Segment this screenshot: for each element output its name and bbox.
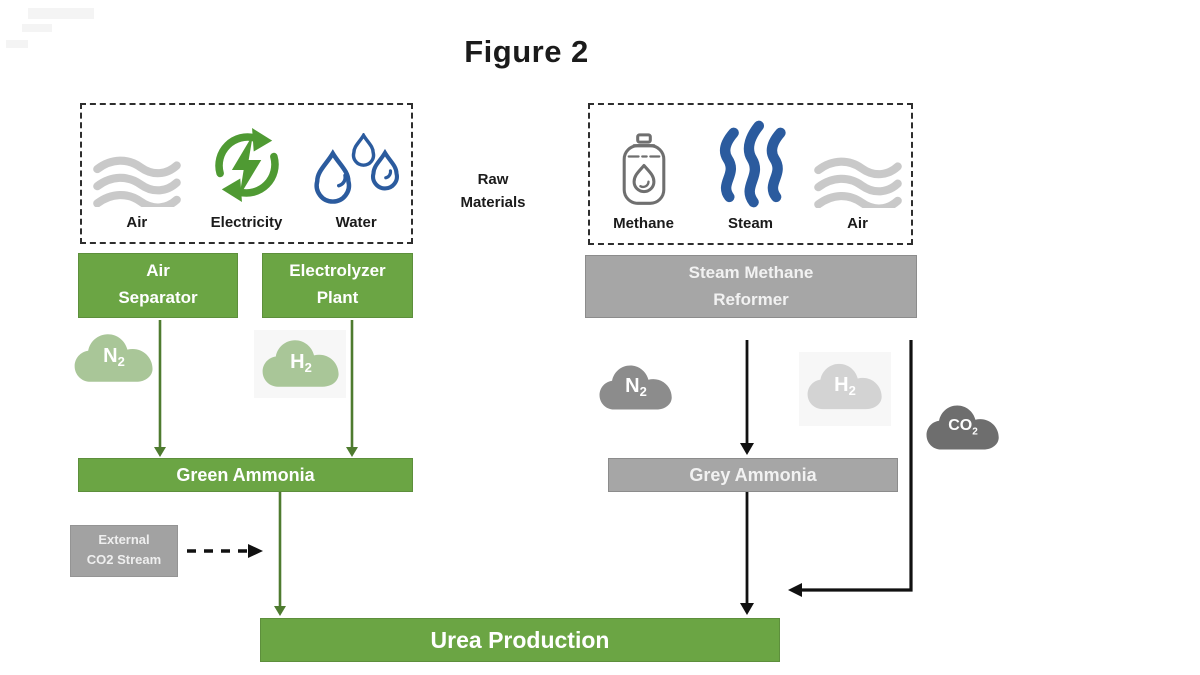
- air-separator-line1: Air: [146, 261, 170, 280]
- water-drops-icon: [309, 133, 403, 207]
- smr-line2: Reformer: [713, 290, 789, 310]
- n2-label: N2: [103, 344, 125, 370]
- raw-materials-label: Raw Materials: [460, 171, 526, 212]
- n2-grey-cloud: N2: [598, 362, 674, 413]
- input-label-water: Water: [335, 214, 377, 231]
- electrolyzer-line2: Plant: [316, 288, 359, 308]
- input-steam: Steam: [697, 105, 804, 243]
- scan-artifact: [22, 24, 52, 32]
- grey-ammonia-box: Grey Ammonia: [608, 458, 898, 492]
- air-waves-icon: [91, 151, 183, 207]
- n2-green-cloud: N2: [73, 331, 155, 385]
- input-label-methane: Methane: [613, 215, 674, 232]
- h2-green-cloud: H2: [261, 337, 341, 390]
- external-co2-stream-box: External CO2 Stream: [70, 525, 178, 577]
- green-ammonia-box: Green Ammonia: [78, 458, 413, 492]
- input-label-air: Air: [126, 214, 148, 231]
- electrolyzer-plant-box: Electrolyzer Plant: [262, 253, 413, 318]
- raw-materials-box-green: Air Electricity Wate: [80, 103, 413, 244]
- smr-line1: Steam Methane: [688, 263, 814, 282]
- raw-materials-box-grey: Methane Steam Air: [588, 103, 913, 245]
- input-water: Water: [301, 105, 411, 242]
- co2-cloud: CO2: [925, 401, 1001, 454]
- air-waves-icon: [812, 152, 904, 208]
- recycle-electricity-icon: [205, 123, 289, 207]
- air-separator-box: Air Separator: [78, 253, 238, 318]
- steam-methane-reformer-box: Steam Methane Reformer: [585, 255, 917, 318]
- h2-lightgrey-cloud: H2: [806, 360, 884, 413]
- air-separator-line2: Separator: [118, 288, 198, 308]
- urea-production-box: Urea Production: [260, 618, 780, 662]
- h2-label: H2: [290, 350, 312, 375]
- co2-label: CO2: [948, 416, 978, 437]
- input-air-right: Air: [804, 105, 911, 243]
- scan-artifact: [6, 40, 28, 48]
- input-label-air-right: Air: [847, 215, 868, 232]
- gas-cylinder-icon: [617, 132, 671, 208]
- input-label-electricity: Electricity: [210, 214, 283, 231]
- h2-grey-label: H2: [834, 373, 856, 398]
- input-methane: Methane: [590, 105, 697, 243]
- input-electricity: Electricity: [192, 105, 302, 242]
- n2-grey-label: N2: [625, 374, 647, 399]
- steam-icon: [712, 120, 790, 208]
- scan-artifact: [28, 8, 94, 19]
- electrolyzer-line1: Electrolyzer: [289, 261, 386, 280]
- input-label-steam: Steam: [727, 215, 774, 232]
- external-co2-line2: CO2 Stream: [86, 552, 162, 568]
- figure-title: Figure 2: [464, 34, 589, 69]
- input-air: Air: [82, 105, 192, 242]
- external-co2-line1: External: [98, 532, 150, 547]
